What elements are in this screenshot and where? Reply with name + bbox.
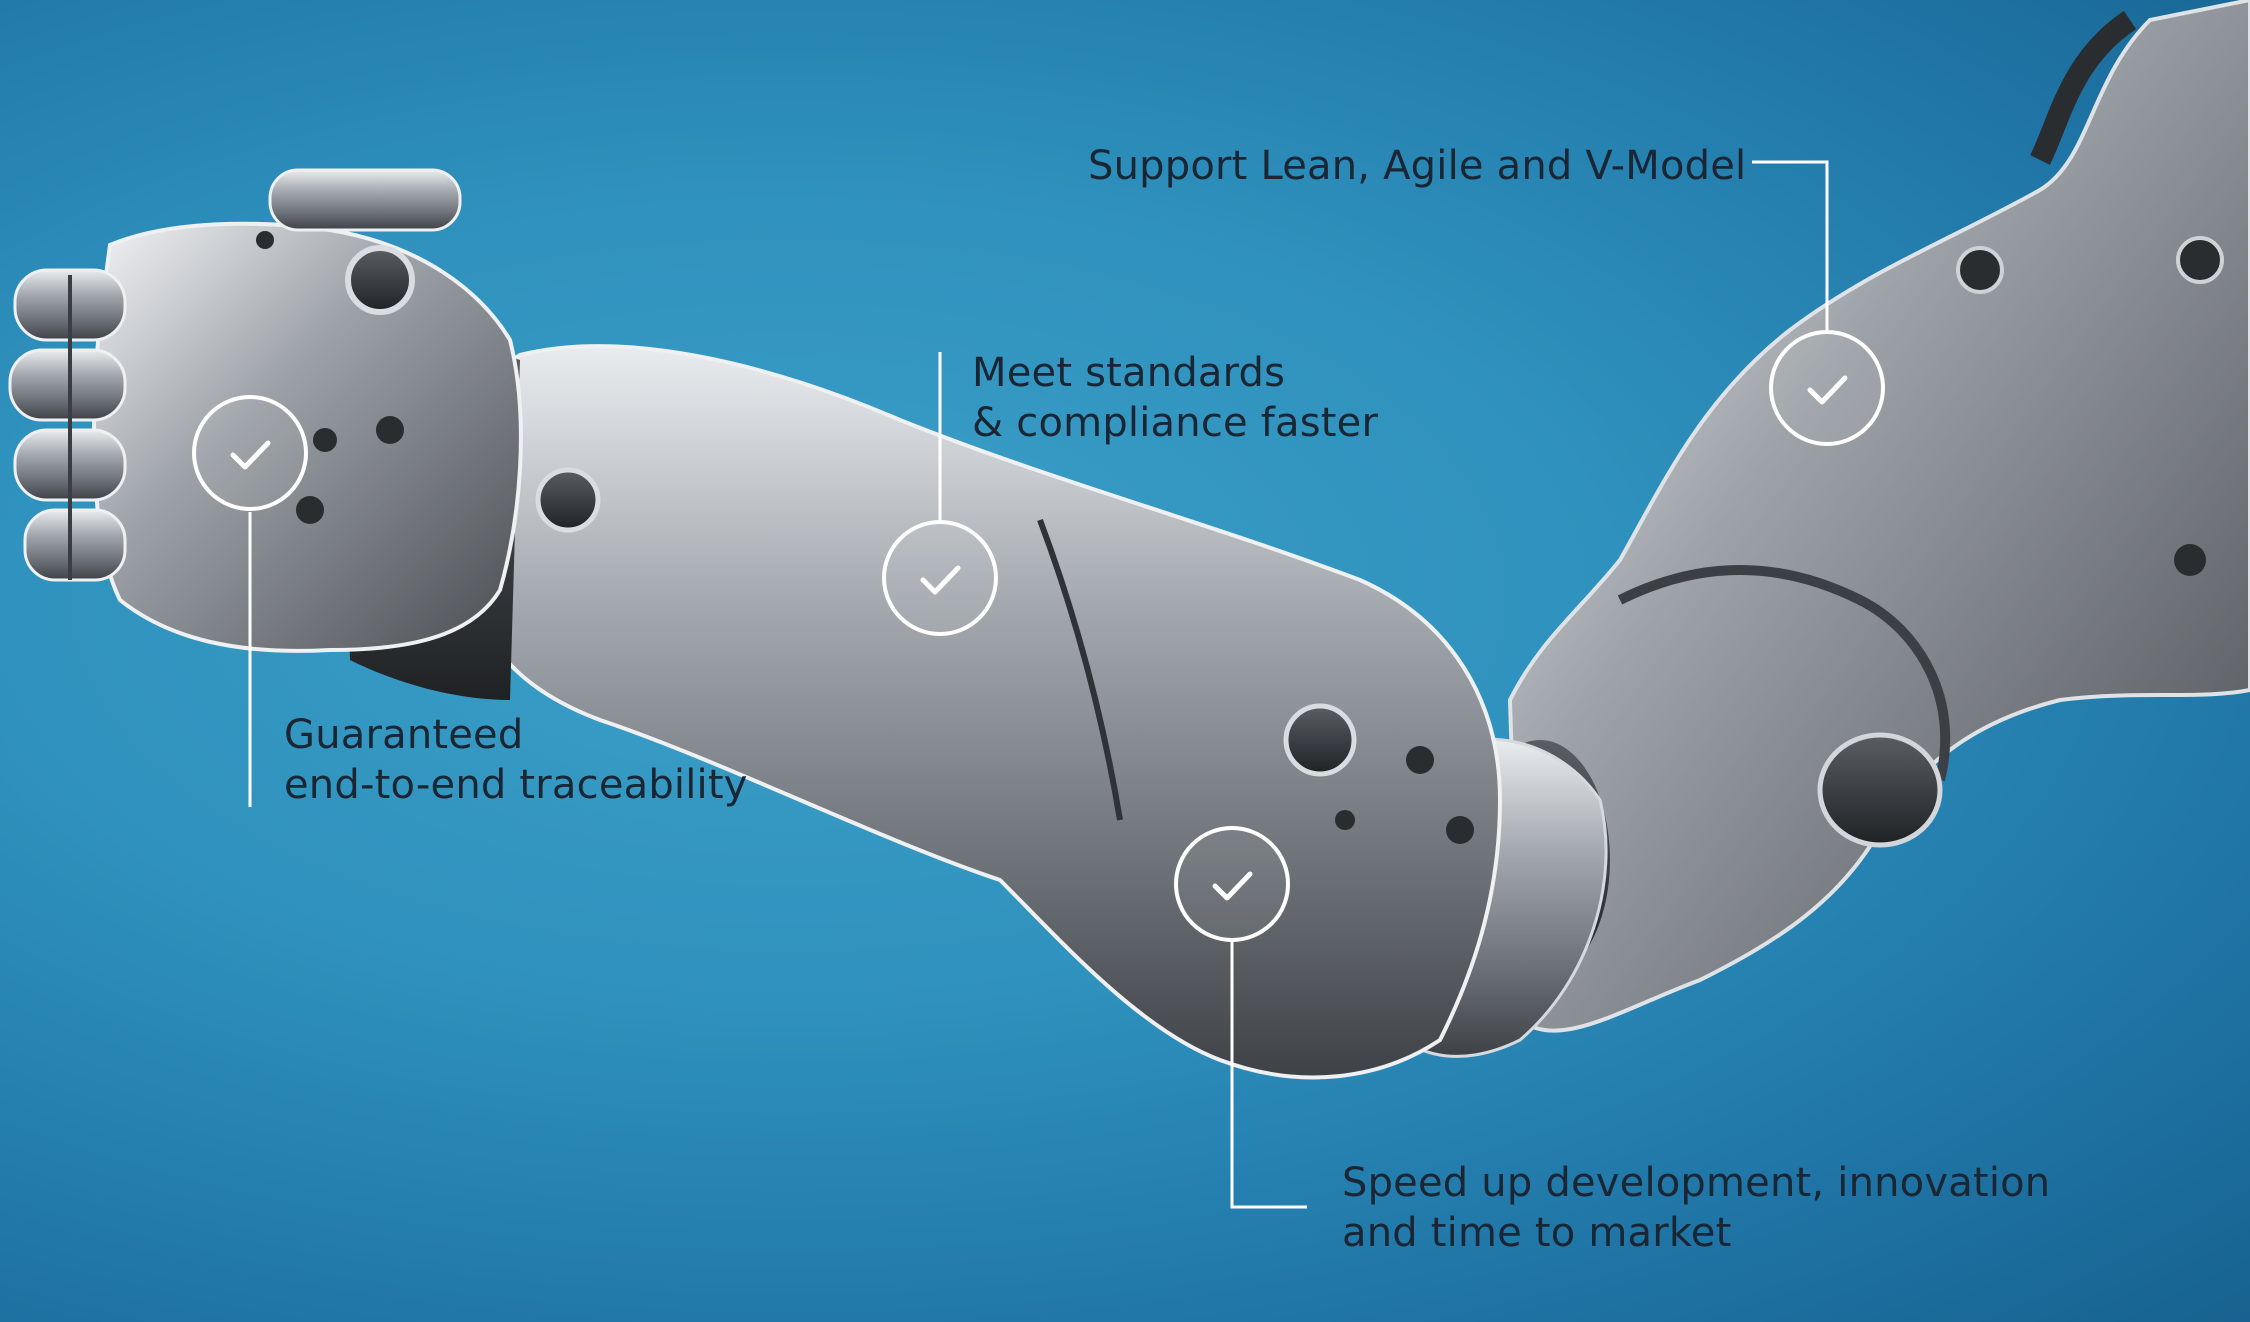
callout-trace: Guaranteed end-to-end traceability (284, 710, 748, 810)
check-icon (1212, 871, 1253, 901)
callout-standards: Meet standards & compliance faster (972, 348, 1378, 448)
check-marker-speed (1174, 826, 1290, 942)
callout-lean-line-1: Support Lean, Agile and V-Model (1088, 143, 1747, 189)
callout-trace-line-2: end-to-end traceability (284, 762, 748, 808)
callout-speed: Speed up development, innovation and tim… (1342, 1158, 2050, 1258)
check-marker-lean (1769, 330, 1885, 446)
check-icon (230, 440, 271, 470)
leader-lines (248, 160, 1829, 1209)
check-icon (920, 565, 961, 595)
callout-standards-line-1: Meet standards (972, 350, 1286, 396)
check-marker-trace (192, 395, 308, 511)
callout-speed-line-2: and time to market (1342, 1210, 1732, 1256)
check-marker-standards (882, 520, 998, 636)
callout-standards-line-2: & compliance faster (972, 400, 1379, 446)
callout-speed-line-1: Speed up development, innovation (1342, 1160, 2051, 1206)
check-icon (1807, 375, 1848, 405)
callout-lean: Support Lean, Agile and V-Model (1088, 141, 1746, 191)
callout-trace-line-1: Guaranteed (284, 712, 524, 758)
